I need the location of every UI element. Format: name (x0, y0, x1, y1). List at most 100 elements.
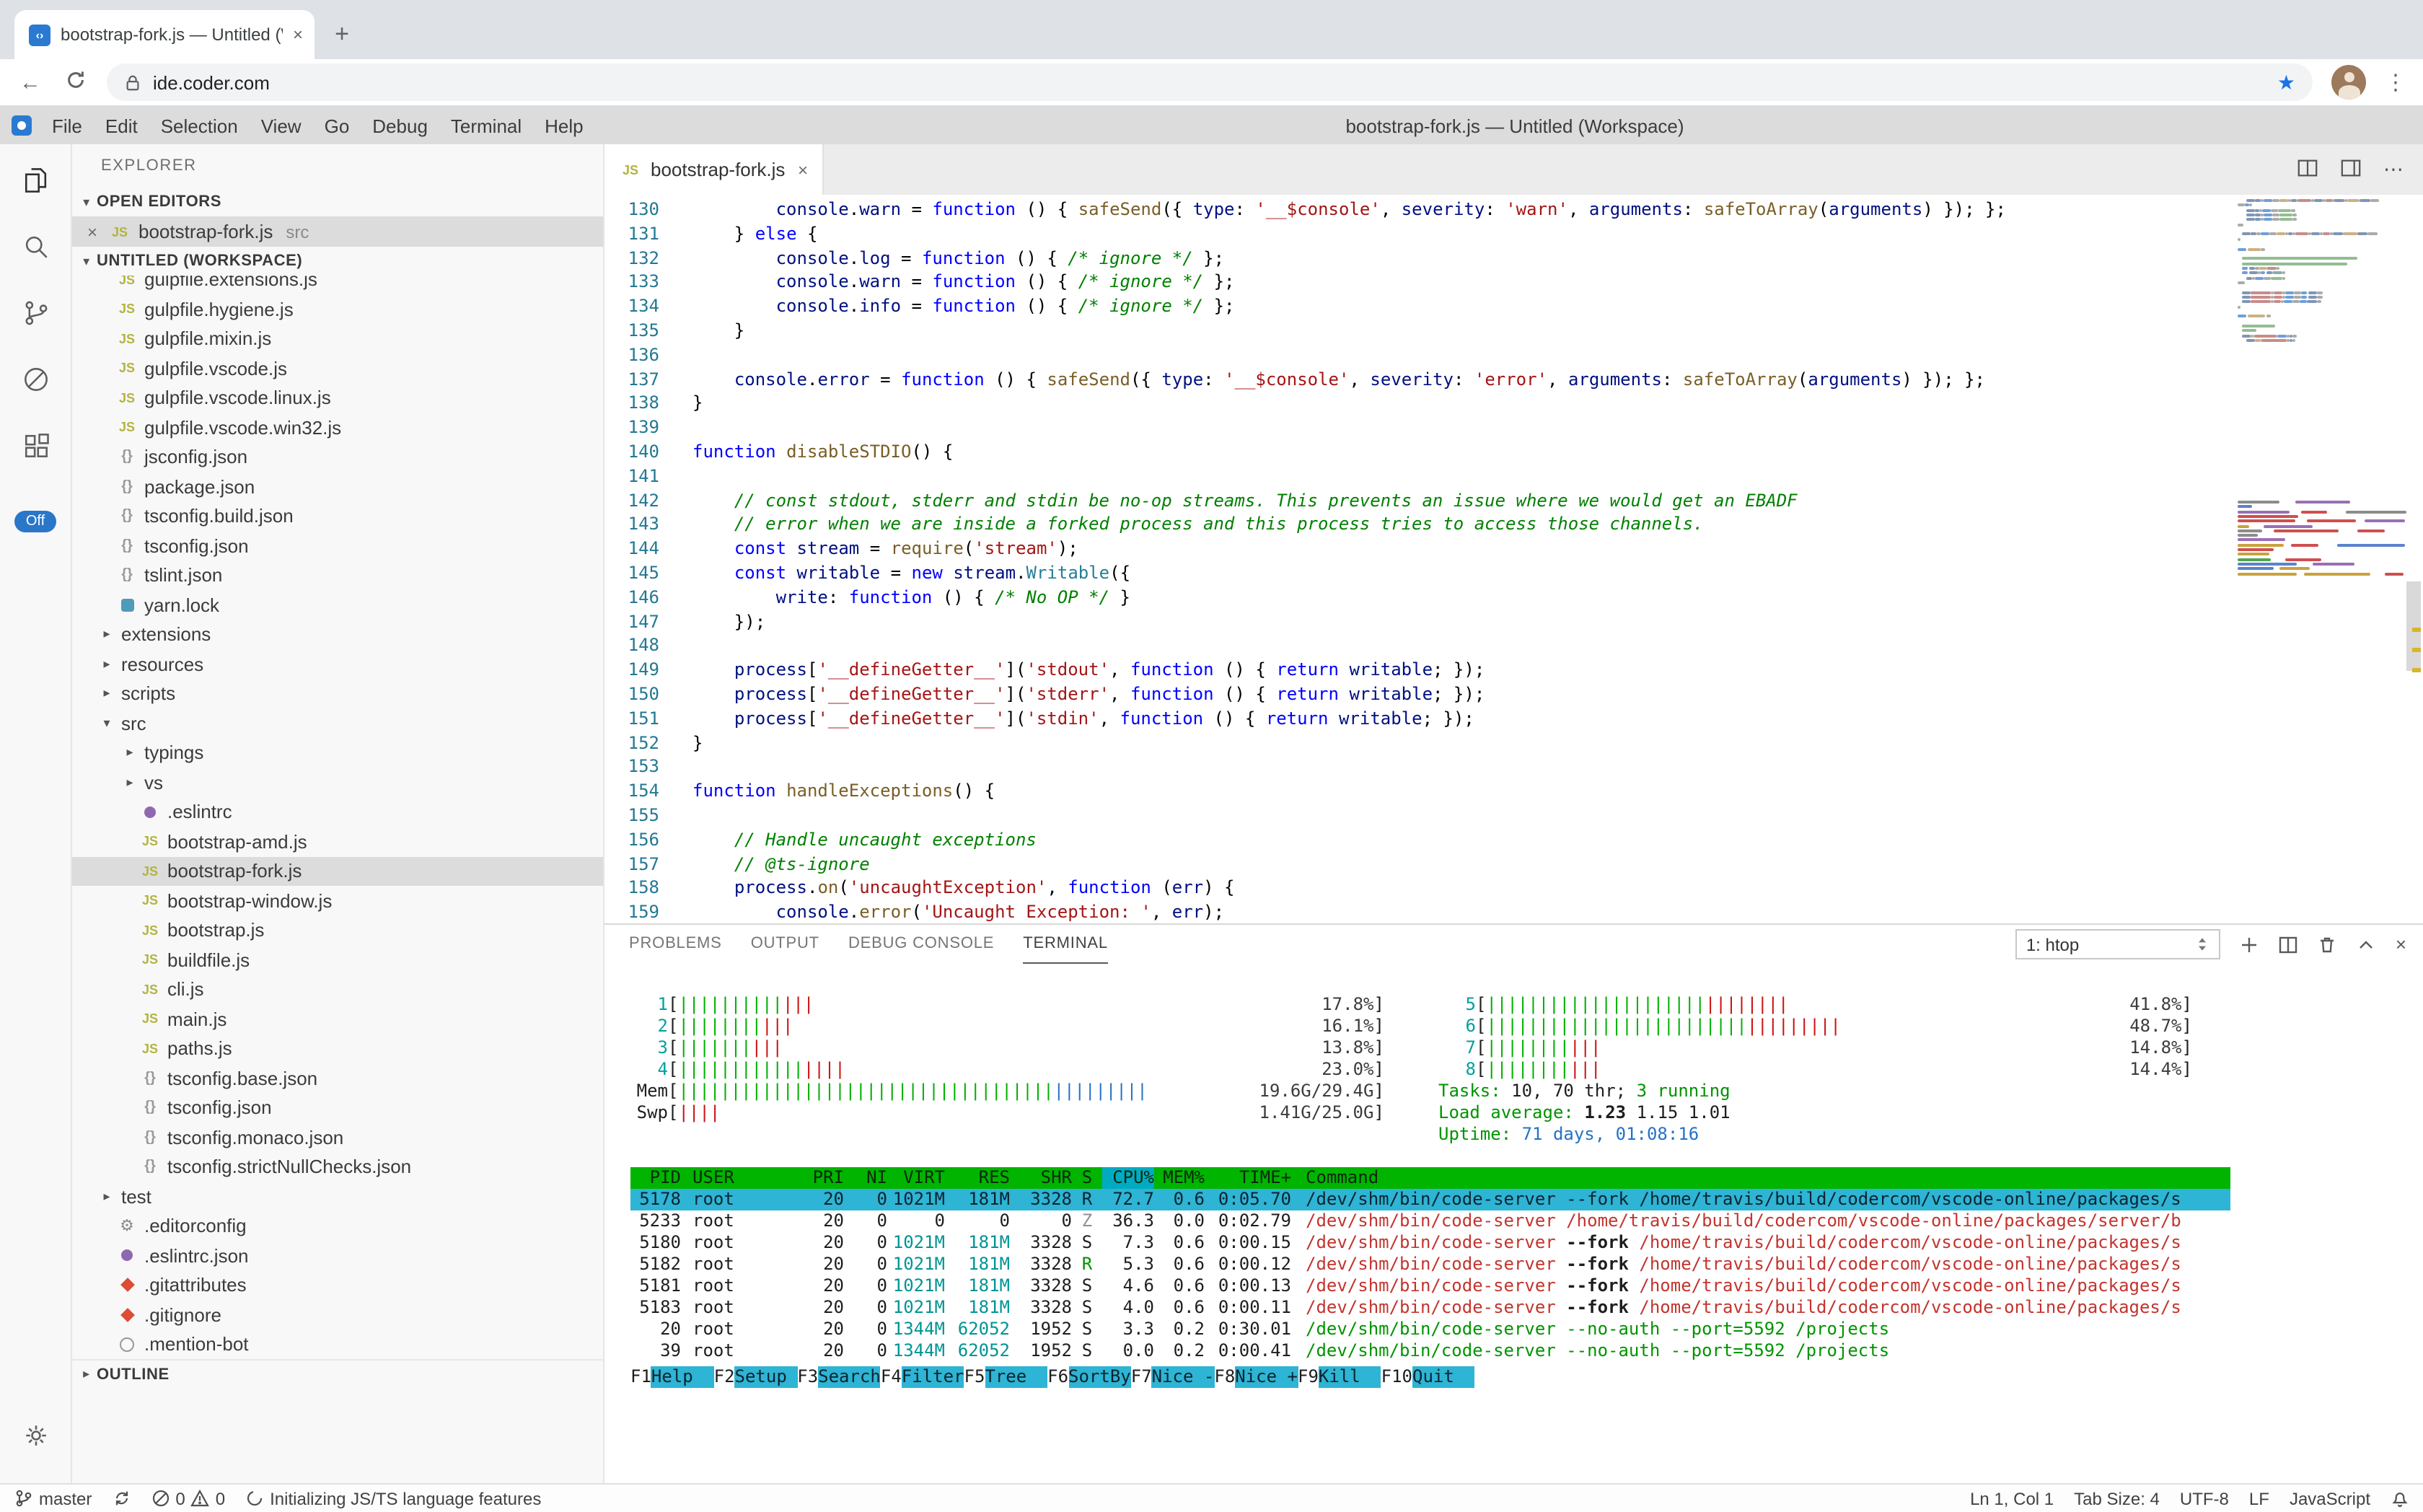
tree-item-yarn.lock[interactable]: yarn.lock (72, 590, 603, 620)
terminal[interactable]: 1[|||||||||||||17.8%]5[|||||||||||||||||… (604, 964, 2423, 1483)
tree-item-.mention-bot[interactable]: .mention-bot (72, 1329, 603, 1359)
git-branch-item[interactable]: master (14, 1488, 92, 1508)
menu-help[interactable]: Help (545, 115, 584, 136)
panel-tab-terminal[interactable]: TERMINAL (1023, 925, 1108, 964)
tree-item-resources[interactable]: ▸resources (72, 649, 603, 679)
sync-item[interactable] (112, 1489, 131, 1508)
encoding[interactable]: UTF-8 (2179, 1488, 2229, 1508)
tree-item-package.json[interactable]: {}package.json (72, 472, 603, 501)
tree-item-vs[interactable]: ▸vs (72, 768, 603, 797)
language-mode[interactable]: JavaScript (2289, 1488, 2370, 1508)
tree-item-extensions[interactable]: ▸extensions (72, 620, 603, 649)
tree-item-tsconfig.json[interactable]: {}tsconfig.json (72, 1093, 603, 1122)
tree-item-.eslintrc.json[interactable]: .eslintrc.json (72, 1241, 603, 1270)
tree-item-.editorconfig[interactable]: ⚙.editorconfig (72, 1211, 603, 1241)
tab-close-icon[interactable]: × (797, 159, 808, 180)
panel-tab-debug-console[interactable]: DEBUG CONSOLE (848, 935, 995, 952)
address-bar[interactable]: ide.coder.com ★ (107, 63, 2313, 101)
menu-debug[interactable]: Debug (372, 115, 428, 136)
indentation[interactable]: Tab Size: 4 (2074, 1488, 2160, 1508)
settings-gear[interactable] (0, 1402, 71, 1469)
fkey-F6[interactable]: F6 (1047, 1366, 1069, 1386)
fkey-F8[interactable]: F8 (1214, 1366, 1236, 1386)
browser-tab[interactable]: ‹› bootstrap-fork.js — Untitled (W × (14, 10, 315, 59)
tree-item-test[interactable]: ▸test (72, 1182, 603, 1211)
cursor-position[interactable]: Ln 1, Col 1 (1970, 1488, 2054, 1508)
editor-tab[interactable]: JS bootstrap-fork.js × (604, 144, 824, 195)
activity-extensions[interactable] (0, 413, 71, 479)
tree-item-.gitignore[interactable]: .gitignore (72, 1300, 603, 1329)
tree-item-tslint.json[interactable]: {}tslint.json (72, 561, 603, 590)
activity-source-control[interactable] (0, 280, 71, 346)
new-tab-button[interactable]: + (335, 20, 349, 48)
menu-view[interactable]: View (260, 115, 302, 136)
browser-menu-icon[interactable]: ⋮ (2385, 71, 2406, 95)
fkey-F2[interactable]: F2 (713, 1366, 735, 1386)
outline-header[interactable]: ▸ OUTLINE (72, 1359, 603, 1388)
language-status-item[interactable]: Initializing JS/TS language features (245, 1488, 541, 1508)
activity-debug[interactable] (0, 346, 71, 413)
minimap[interactable] (2233, 195, 2407, 923)
menu-selection[interactable]: Selection (160, 115, 238, 136)
workspace-header[interactable]: ▾ UNTITLED (WORKSPACE) (72, 247, 603, 276)
menu-file[interactable]: File (52, 115, 82, 136)
tree-item-tsconfig.json[interactable]: {}tsconfig.json (72, 531, 603, 561)
open-editors-header[interactable]: ▾ OPEN EDITORS (72, 188, 603, 216)
fkey-F5[interactable]: F5 (964, 1366, 985, 1386)
activity-search[interactable] (0, 214, 71, 280)
close-icon[interactable]: × (87, 221, 97, 242)
profile-avatar[interactable] (2331, 65, 2366, 100)
maximize-panel-icon[interactable] (2357, 934, 2377, 954)
tree-item-jsconfig.json[interactable]: {}jsconfig.json (72, 442, 603, 472)
tree-item-src[interactable]: ▾src (72, 708, 603, 738)
tree-item-tsconfig.build.json[interactable]: {}tsconfig.build.json (72, 501, 603, 531)
tree-item-.gitattributes[interactable]: .gitattributes (72, 1270, 603, 1300)
back-icon[interactable]: ← (19, 70, 41, 94)
editor-scrollbar[interactable] (2404, 195, 2423, 923)
tree-item-typings[interactable]: ▸typings (72, 738, 603, 768)
editor-layout-icon[interactable] (2340, 157, 2362, 183)
panel-tab-output[interactable]: OUTPUT (750, 935, 819, 952)
fkey-F3[interactable]: F3 (797, 1366, 819, 1386)
split-editor-icon[interactable] (2297, 157, 2318, 183)
tree-item-tsconfig.base.json[interactable]: {}tsconfig.base.json (72, 1063, 603, 1093)
fkey-F7[interactable]: F7 (1130, 1366, 1152, 1386)
notifications-bell[interactable] (2391, 1489, 2409, 1508)
fkey-F9[interactable]: F9 (1298, 1366, 1319, 1386)
terminal-picker[interactable]: 1: htop (2015, 929, 2221, 959)
panel-tab-problems[interactable]: PROBLEMS (629, 935, 722, 952)
scrollbar-thumb[interactable] (2406, 581, 2421, 671)
fkey-F10[interactable]: F10 (1381, 1366, 1412, 1386)
tree-item-tsconfig.strictNullChecks.json[interactable]: {}tsconfig.strictNullChecks.json (72, 1152, 603, 1182)
code-editor[interactable]: 130 console.warn = function () { safeSen… (604, 195, 2423, 923)
offline-badge[interactable]: Off (14, 511, 57, 532)
split-terminal-icon[interactable] (2279, 934, 2299, 954)
eol[interactable]: LF (2248, 1488, 2269, 1508)
menu-terminal[interactable]: Terminal (450, 115, 522, 136)
menu-edit[interactable]: Edit (105, 115, 138, 136)
fkey-F4[interactable]: F4 (880, 1366, 902, 1386)
problems-item[interactable]: 0 0 (151, 1488, 225, 1508)
reload-icon[interactable] (62, 69, 88, 96)
